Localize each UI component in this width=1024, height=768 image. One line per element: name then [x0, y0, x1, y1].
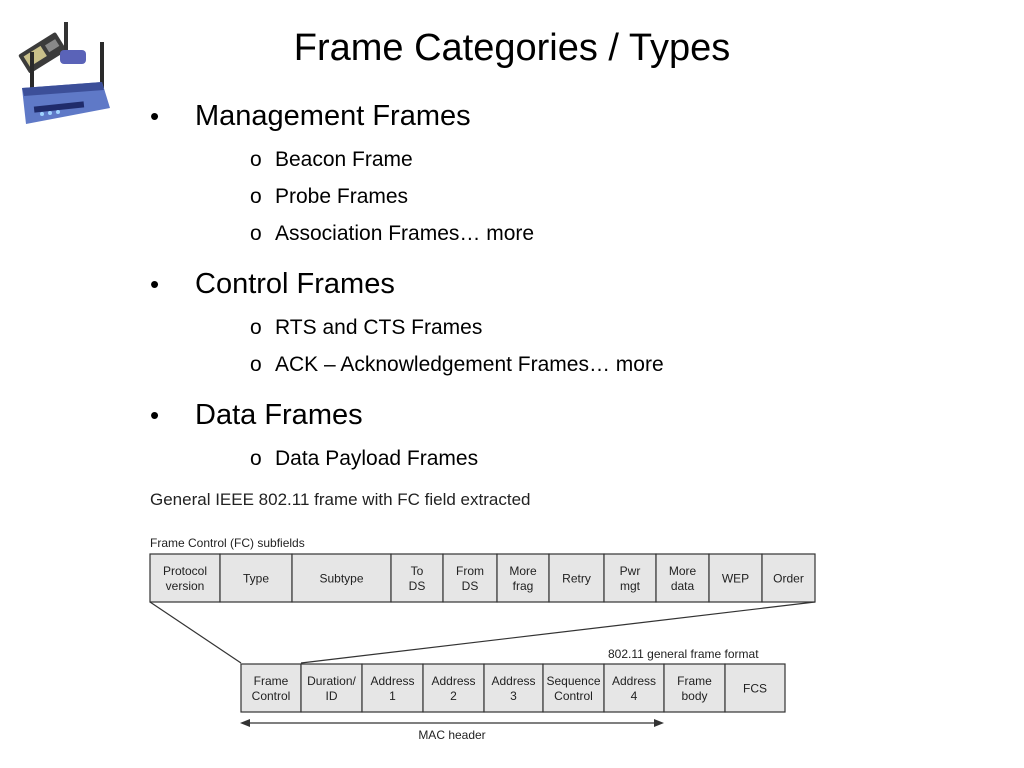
- frame-field-label: Address: [612, 674, 656, 688]
- fc-subfield-label: To: [411, 564, 424, 578]
- fc-subfield-cell: Order: [761, 553, 816, 603]
- sub-item-text: RTS and CTS Frames: [275, 316, 483, 339]
- sub-marker: o: [250, 353, 262, 376]
- fc-subfield-label: data: [671, 579, 695, 593]
- fc-subfield-label: DS: [409, 579, 426, 593]
- sub-item-text: Probe Frames: [275, 185, 409, 208]
- fc-subfield-cell: Retry: [548, 553, 605, 603]
- frame-field-label: Control: [554, 689, 593, 703]
- fc-subfield-label: DS: [462, 579, 479, 593]
- sub-item-text: ACK – Acknowledgement Frames… more: [275, 353, 664, 376]
- bullet-dot: •: [150, 400, 160, 430]
- frame-field-label: Address: [431, 674, 475, 688]
- mac-header-label: MAC header: [418, 728, 485, 742]
- bullet-text: Data Frames: [195, 399, 363, 431]
- frame-field-label: Frame: [677, 674, 712, 688]
- frame-field-label: 3: [510, 689, 517, 703]
- wireless-router-icon: [18, 22, 110, 124]
- frame-field-label: Control: [252, 689, 291, 703]
- frame-field-label: 2: [450, 689, 457, 703]
- frame-field-label: Frame: [254, 674, 289, 688]
- frame-field-label: FCS: [743, 681, 767, 695]
- sub-marker: o: [250, 185, 262, 208]
- frame-field-cell: FCS: [724, 663, 786, 713]
- fc-subfield-label: From: [456, 564, 484, 578]
- fc-subfield-label: Type: [243, 571, 269, 585]
- fc-subfields-label: Frame Control (FC) subfields: [150, 536, 305, 550]
- mac-header-arrow: [240, 719, 664, 727]
- fc-subfield-cell: Subtype: [291, 553, 392, 603]
- fc-subfield-label: Order: [773, 571, 804, 585]
- fc-subfield-label: version: [166, 579, 205, 593]
- frame-format-label: 802.11 general frame format: [608, 647, 759, 661]
- sub-item-text: Association Frames… more: [275, 222, 535, 245]
- sub-item-text: Beacon Frame: [275, 148, 413, 171]
- bullet-text: Management Frames: [195, 100, 471, 132]
- diagram-caption: General IEEE 802.11 frame with FC field …: [150, 490, 530, 509]
- fc-subfield-label: Protocol: [163, 564, 207, 578]
- sub-marker: o: [250, 316, 262, 339]
- sub-marker: o: [250, 148, 262, 171]
- fc-subfield-label: mgt: [620, 579, 641, 593]
- frame-field-label: Duration/: [307, 674, 356, 688]
- bullet-dot: •: [150, 101, 160, 131]
- fc-subfield-cell: WEP: [708, 553, 763, 603]
- slide-title: Frame Categories / Types: [293, 27, 731, 69]
- fc-subfield-label: Retry: [562, 571, 591, 585]
- frame-field-label: 4: [631, 689, 638, 703]
- zoom-line-right: [300, 601, 816, 664]
- frame-field-label: Address: [370, 674, 414, 688]
- frame-field-label: Sequence: [546, 674, 600, 688]
- fc-subfield-label: WEP: [722, 571, 749, 585]
- frame-field-label: Address: [491, 674, 535, 688]
- fc-subfield-label: Pwr: [620, 564, 641, 578]
- fc-subfield-label: frag: [513, 579, 534, 593]
- sub-marker: o: [250, 222, 262, 245]
- fc-subfield-label: Subtype: [319, 571, 363, 585]
- fc-subfield-cell: Type: [219, 553, 293, 603]
- frame-field-label: 1: [389, 689, 396, 703]
- frame-field-label: ID: [326, 689, 338, 703]
- frame-field-label: body: [681, 689, 707, 703]
- fc-subfield-label: More: [669, 564, 697, 578]
- fc-subfield-label: More: [509, 564, 537, 578]
- sub-item-text: Data Payload Frames: [275, 447, 479, 470]
- sub-marker: o: [250, 447, 262, 470]
- zoom-line-left: [149, 601, 242, 664]
- bullet-text: Control Frames: [195, 268, 395, 300]
- frame-fields-row: FrameControlDuration/IDAddress1Address2A…: [240, 663, 786, 713]
- frame-field-cell: Duration/ID: [300, 663, 363, 713]
- bullet-dot: •: [150, 269, 160, 299]
